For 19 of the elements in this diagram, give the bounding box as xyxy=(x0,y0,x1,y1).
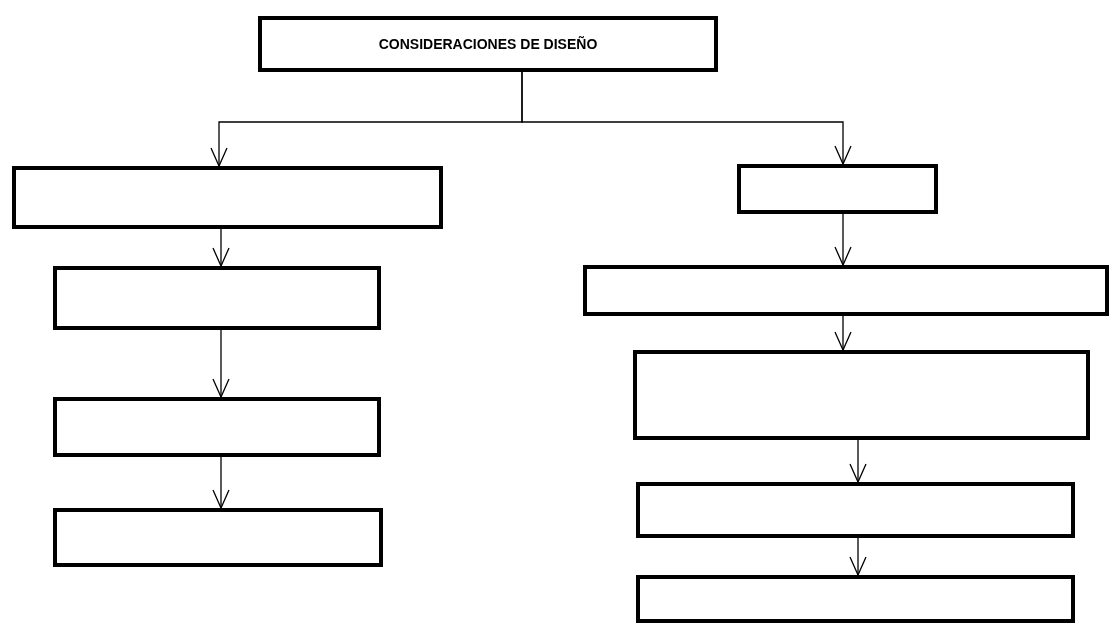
empty-box xyxy=(53,397,381,457)
arrow xyxy=(521,71,852,165)
arrow xyxy=(834,315,852,351)
empty-box xyxy=(737,164,938,214)
empty-box xyxy=(12,166,443,229)
arrow xyxy=(212,456,230,509)
empty-box xyxy=(583,265,1109,316)
process-box xyxy=(258,16,718,72)
empty-box xyxy=(636,575,1075,623)
arrow xyxy=(212,228,230,267)
empty-box xyxy=(53,508,383,567)
empty-box xyxy=(53,266,381,330)
empty-box xyxy=(636,482,1075,538)
box-title: CONSIDERACIONES DE DISEÑO xyxy=(378,36,598,52)
arrow xyxy=(849,537,867,576)
arrow xyxy=(849,439,867,483)
empty-box xyxy=(633,350,1090,440)
arrow xyxy=(834,213,852,266)
arrow xyxy=(212,329,230,398)
